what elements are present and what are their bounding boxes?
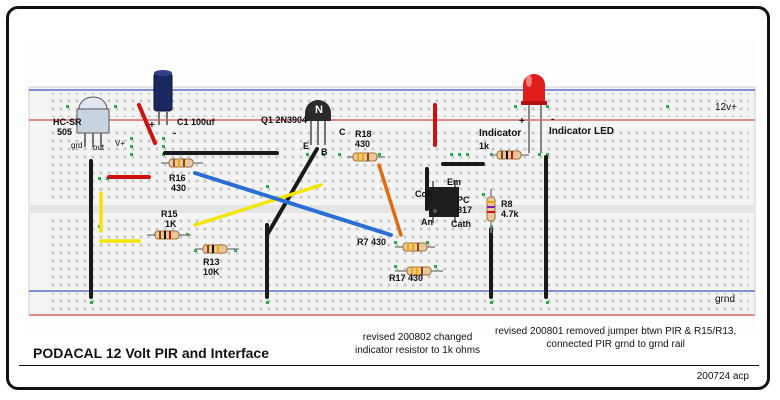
jumper-black-q1-e [265,147,319,237]
c1-capacitor [153,70,173,125]
revision-note-2: revised 200801 removed jumper btwn PIR &… [495,325,736,351]
q1-label: Q1 2N3904 [261,115,308,125]
r16-value: 430 [171,183,187,193]
rail-label-top: 12v+ [715,102,737,113]
yellow-jumpers [99,183,323,243]
date-code: 200724 acp [696,371,749,382]
r16-label: R16 [169,173,186,183]
bottom-rail-holes [49,293,749,313]
q1-transistor [305,100,331,145]
indicator-led [521,74,547,153]
r7-label: R7 430 [357,237,387,247]
resistor-r18 [347,152,385,162]
breadboard [21,39,757,335]
c1-label: C1 100uf [177,117,215,127]
jumper-red-c1 [137,103,157,145]
pir-pin-vplus: V+ [115,139,126,148]
pc-name-label: PC [457,195,470,205]
resistor-r15 [147,230,191,240]
pc817-optocoupler [429,181,459,223]
r13-value: 10K [203,267,220,277]
pir-model-label: 505 [57,127,73,137]
upper-terminal-holes [49,129,749,201]
resistor-r13 [195,244,239,254]
q1-e-label: E [303,141,310,151]
r8-value: 4.7k [501,209,519,219]
revision-note-2-line1: revised 200801 removed jumper btwn PIR &… [495,326,737,337]
r18-label: R18 [355,129,372,139]
pir-sensor [76,96,110,147]
resistors [147,150,529,276]
pir-name-label: HC-SR [53,117,82,127]
title-underline [19,365,759,366]
pc-em-label: Em [447,177,462,187]
led-plus-label: + [519,116,525,127]
pc-an-label: An [421,217,433,227]
r8-label: R8 [501,199,513,209]
rail-label-bottom: grnd [715,294,736,305]
revision-note-1: revised 200802 changed indicator resisto… [355,331,480,357]
q1-glyph: N [315,104,323,116]
revision-note-1-line2: indicator resistor to 1k ohms [355,345,481,356]
pir-pin-grd: grd [71,141,83,150]
indicator-value: 1k [479,141,490,151]
c1-plus: + [149,120,155,131]
resistor-r8 [486,189,496,233]
r15-label: R15 [161,209,178,219]
resistor-r16 [161,158,203,168]
pir-pin-out: out [93,143,105,152]
pc-coll-label: Coll [415,189,432,199]
indicator-led-label: Indicator LED [549,126,615,137]
resistor-indicator [491,150,529,160]
r15-value: 1K [165,219,177,229]
pc-cath-label: Cath [451,219,471,229]
jumper-orange [377,163,403,237]
led-minus-label: - [551,114,555,125]
jumper-blue [193,171,393,237]
diagram-frame: HC-SR 505 grd out V+ C1 100uf + - Q1 2N3… [6,6,770,390]
revision-note-1-line1: revised 200802 changed [362,332,473,343]
revision-note-2-line2: connected PIR grnd to grnd rail [546,339,685,350]
r17-label: R17 430 [389,273,424,283]
q1-c-label: C [339,127,346,137]
resistor-r7 [395,242,435,252]
diagram-title: PODACAL 12 Volt PIR and Interface [33,345,269,361]
resistor-r17 [395,266,443,276]
black-jumpers [89,147,548,299]
q1-b-label: B [321,147,328,157]
indicator-label: Indicator [479,128,522,139]
c1-minus: - [173,128,177,139]
r18-value: 430 [355,139,371,149]
pc-model-label: 817 [457,205,473,215]
r13-label: R13 [203,257,220,267]
